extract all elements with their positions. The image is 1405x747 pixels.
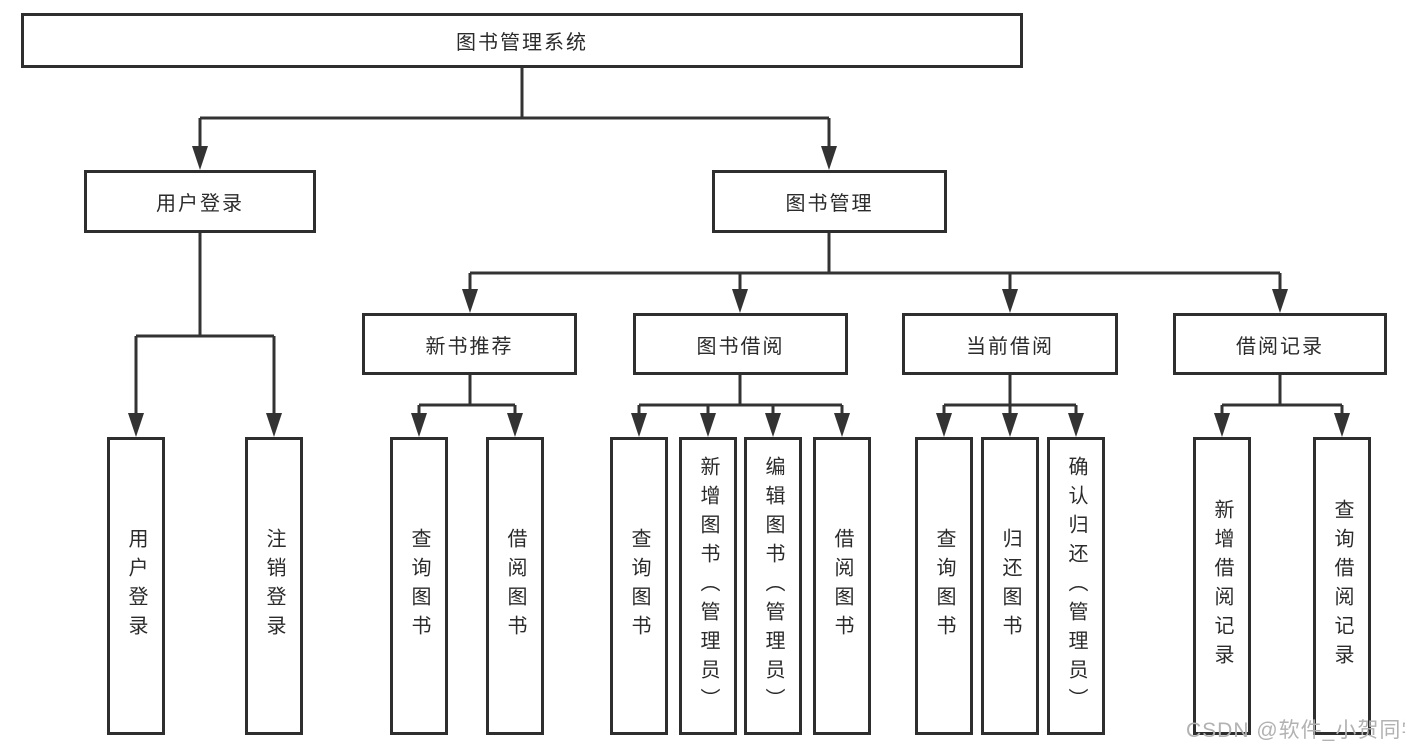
- leaf-query-borrow-record: 查询借阅记录: [1313, 437, 1371, 735]
- node-label: 图书管理: [785, 193, 874, 215]
- node-library-management-system: 图书管理系统: [21, 13, 1023, 68]
- leaf-return-books: 归还图书: [981, 437, 1039, 735]
- node-label: 查询借阅记录: [1331, 499, 1353, 673]
- node-label: 新书推荐: [425, 335, 514, 358]
- connector-book-borrowing-branch: [637, 375, 844, 414]
- leaf-add-borrow-record: 新增借阅记录: [1193, 437, 1251, 735]
- node-label: 归还图书: [999, 528, 1021, 644]
- node-label: 借阅图书: [504, 528, 526, 644]
- arrowheads-level3: [462, 289, 1288, 313]
- node-current-borrowing: 当前借阅: [902, 313, 1118, 375]
- leaf-edit-books-admin: 编辑图书（管理员）: [744, 437, 802, 735]
- leaf-query-books-borrowing: 查询图书: [610, 437, 668, 735]
- node-label: 注销登录: [263, 528, 285, 644]
- node-label: 查询图书: [933, 528, 955, 644]
- node-label: 查询图书: [628, 528, 650, 644]
- arrowheads-level2: [192, 146, 837, 170]
- watermark-text: CSDN @软件_小贺同学: [1186, 719, 1405, 742]
- leaf-query-books-recommend: 查询图书: [390, 437, 448, 735]
- node-label: 图书管理系统: [456, 32, 588, 54]
- arrowheads-borrowing-records-leaves: [1214, 413, 1350, 437]
- connector-borrowing-records-branch: [1220, 375, 1344, 414]
- node-new-book-recommendation: 新书推荐: [362, 313, 577, 375]
- leaf-confirm-return-admin: 确认归还（管理员）: [1047, 437, 1105, 735]
- node-label: 当前借阅: [966, 335, 1054, 358]
- node-label: 确认归还（管理员）: [1065, 455, 1087, 717]
- node-label: 编辑图书（管理员）: [762, 455, 784, 717]
- connector-book-management-branch: [468, 233, 1282, 290]
- leaf-logout-login: 注销登录: [245, 437, 303, 735]
- leaf-borrow-books-recommend: 借阅图书: [486, 437, 544, 735]
- node-label: 借阅图书: [831, 528, 853, 644]
- node-label: 用户登录: [125, 528, 147, 644]
- node-label: 用户登录: [156, 193, 244, 215]
- node-borrowing-records: 借阅记录: [1173, 313, 1387, 375]
- leaf-add-books-admin: 新增图书（管理员）: [679, 437, 737, 735]
- node-label: 新增借阅记录: [1211, 499, 1233, 673]
- connector-user-login-branch: [134, 233, 276, 414]
- leaf-user-login: 用户登录: [107, 437, 165, 735]
- node-label: 查询图书: [408, 528, 430, 644]
- node-label: 新增图书（管理员）: [697, 455, 719, 717]
- connector-current-borrowing-branch: [942, 375, 1078, 414]
- arrowheads-book-borrowing-leaves: [631, 413, 850, 437]
- arrowheads-user-login-leaves: [128, 413, 282, 437]
- leaf-borrow-books-borrowing: 借阅图书: [813, 437, 871, 735]
- node-book-borrowing: 图书借阅: [633, 313, 848, 375]
- node-book-management: 图书管理: [712, 170, 947, 233]
- arrowheads-new-book-leaves: [411, 413, 523, 437]
- connector-new-book-branch: [417, 375, 517, 414]
- node-user-login: 用户登录: [84, 170, 316, 233]
- node-label: 图书借阅: [696, 335, 785, 358]
- node-label: 借阅记录: [1236, 335, 1324, 358]
- connector-root-branch: [198, 68, 831, 147]
- leaf-query-books-current: 查询图书: [915, 437, 973, 735]
- arrowheads-current-borrowing-leaves: [936, 413, 1084, 437]
